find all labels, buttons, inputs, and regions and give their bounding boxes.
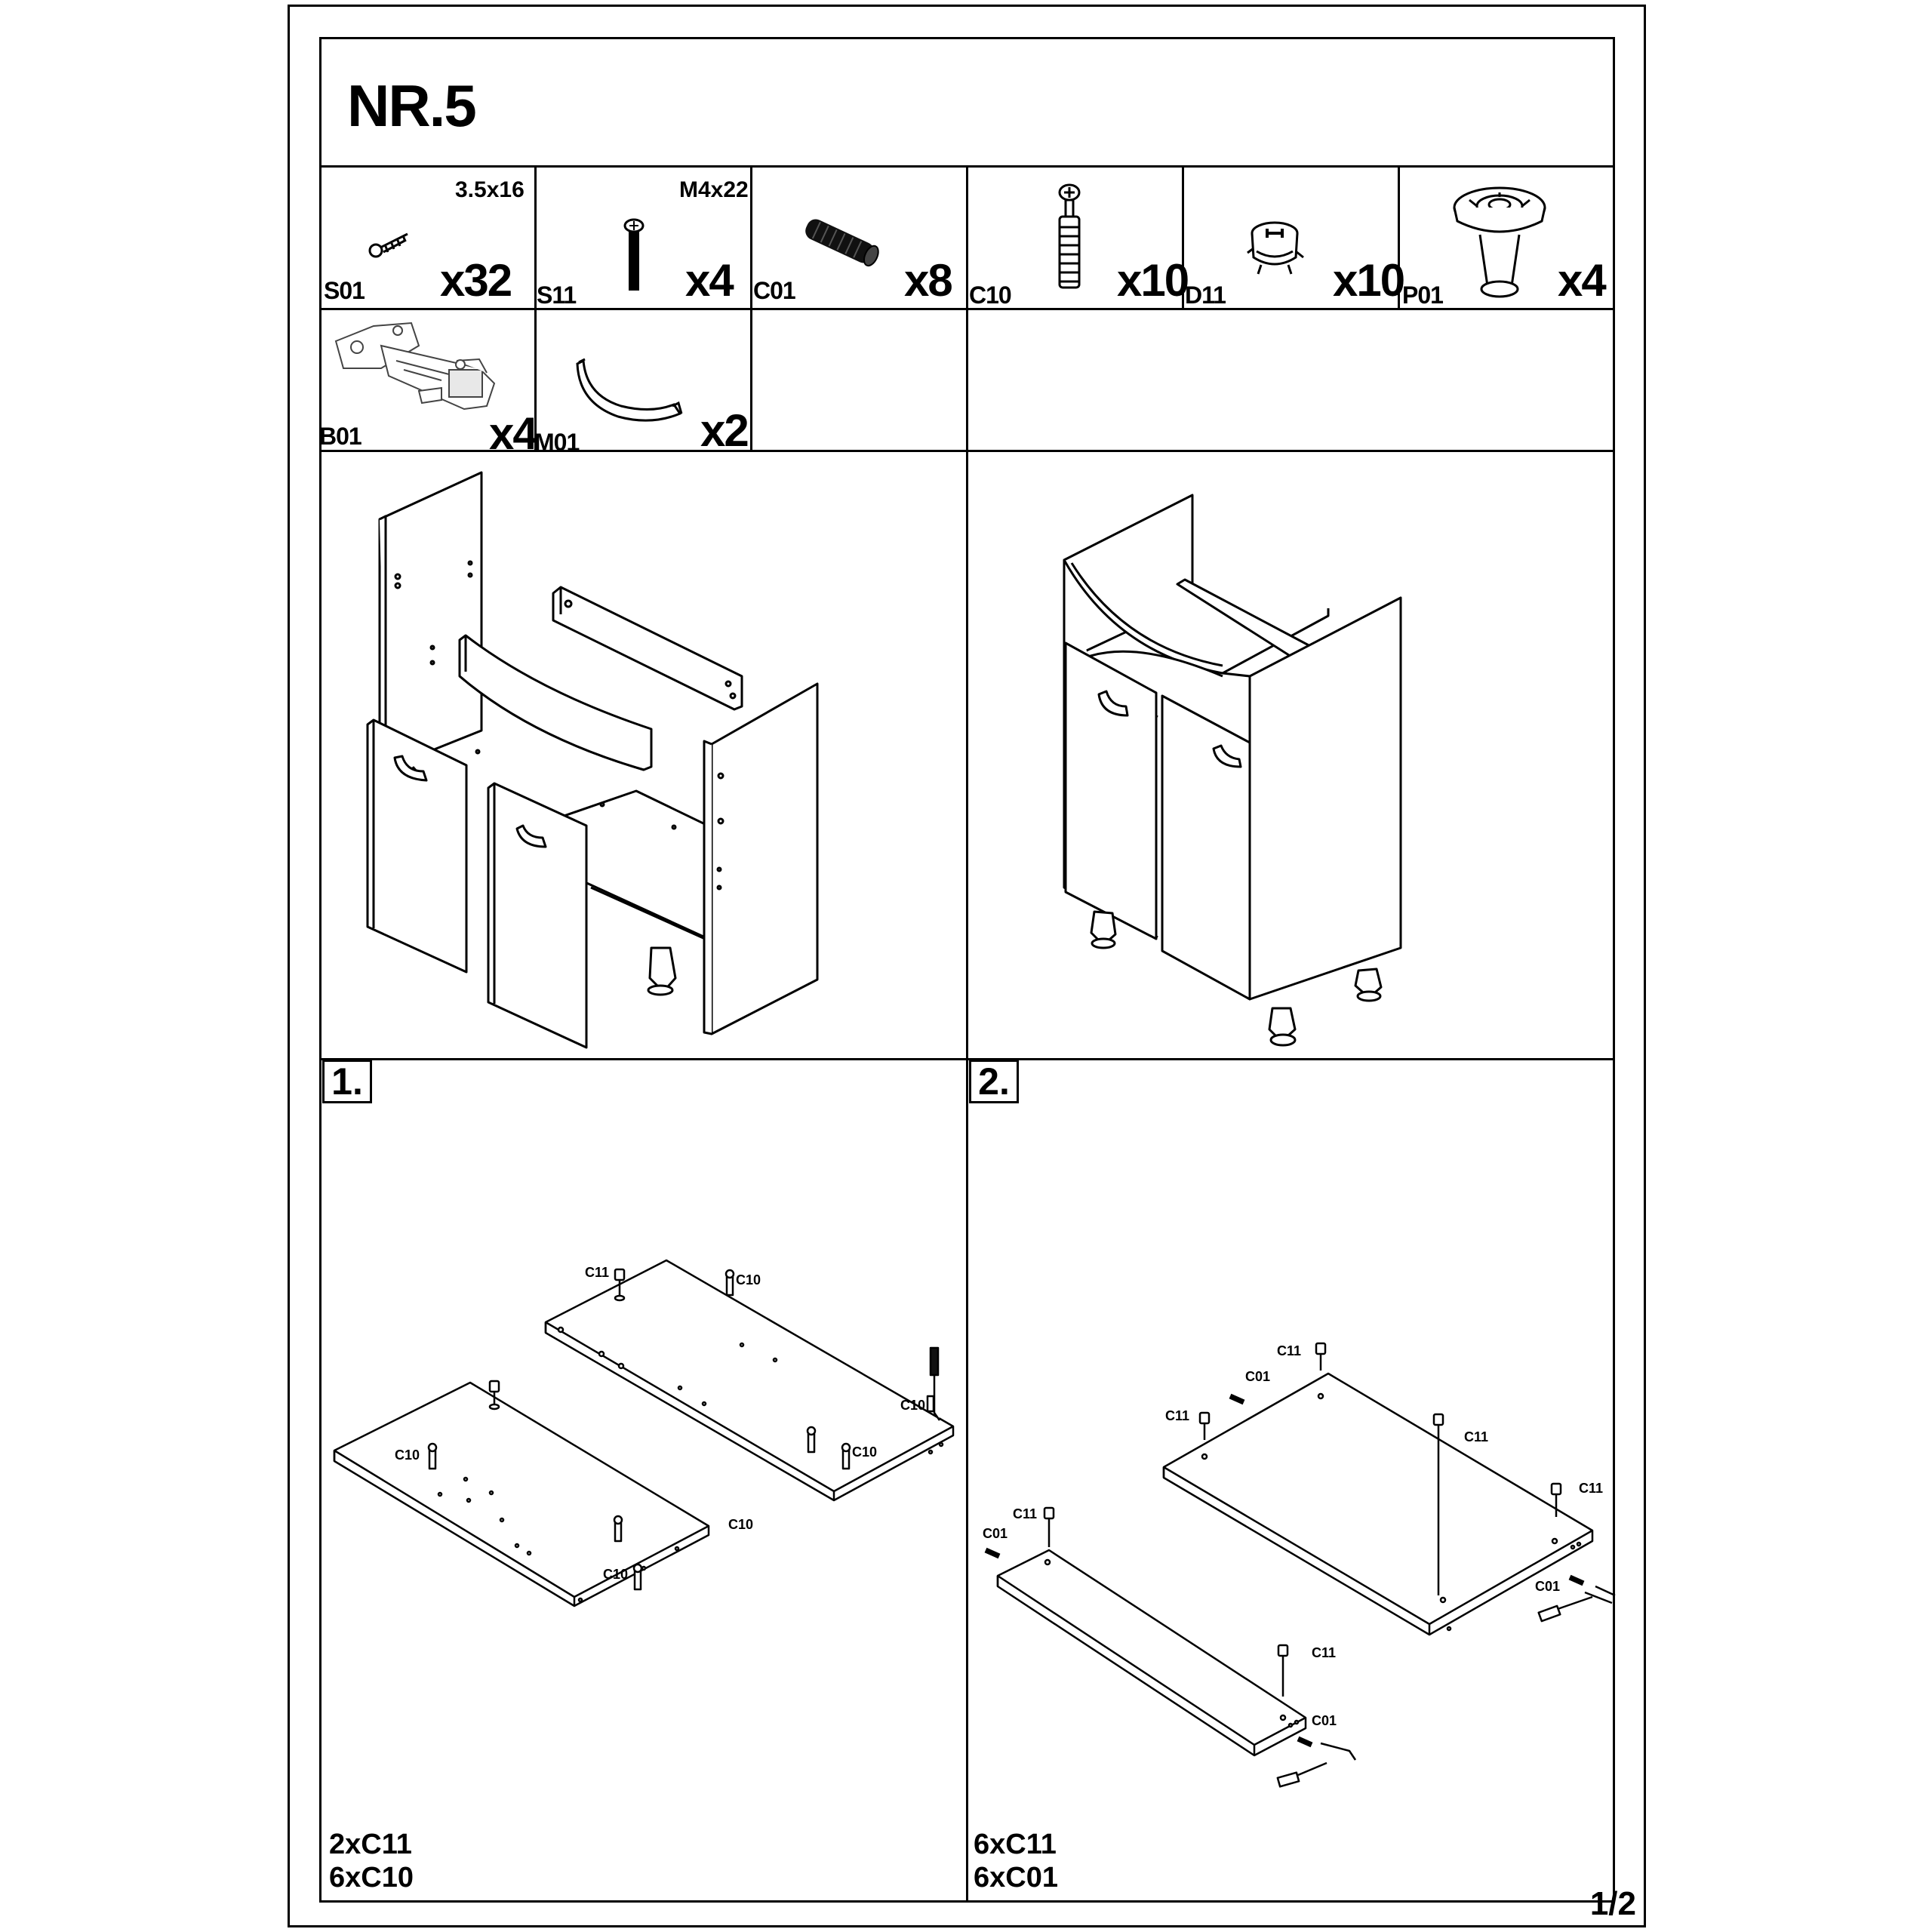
part-cell-c01: C01 x8 <box>750 165 966 308</box>
step-parts-list: 2xC11 6xC10 <box>329 1828 414 1894</box>
part-quantity: x10 <box>1117 255 1189 306</box>
part-size: M4x22 <box>679 177 749 202</box>
handle-icon <box>576 358 683 422</box>
exploded-view-diagram <box>366 471 819 1049</box>
cam-lock-icon <box>1247 221 1304 275</box>
divider <box>534 165 537 450</box>
leg-icon <box>1453 186 1546 298</box>
part-quantity: x10 <box>1333 255 1405 306</box>
label-c01: C01 <box>983 1526 1008 1541</box>
label-c11: C11 <box>585 1265 609 1280</box>
part-code: S01 <box>324 277 365 304</box>
bolt-icon <box>623 218 645 291</box>
page-number: 1/2 <box>1589 1885 1636 1922</box>
part-code: S11 <box>537 281 577 309</box>
part-cell-p01: P01 x4 <box>1398 165 1615 309</box>
part-cell-m01: M01 x2 <box>534 308 750 456</box>
label-c11: C11 <box>1464 1429 1488 1444</box>
assembled-view-diagram <box>1063 494 1402 1047</box>
label-c10: C10 <box>395 1447 420 1463</box>
wood-screw-icon <box>368 232 408 258</box>
cam-bolt-icon <box>1058 183 1081 289</box>
part-quantity: x4 <box>1558 255 1607 306</box>
part-cell-b01: B01 x4 <box>319 308 538 459</box>
part-cell-s11: M4x22 S11 x4 <box>534 165 750 309</box>
label-c11: C11 <box>1277 1343 1301 1358</box>
part-cell-s01: 3.5x16 S01 x32 <box>319 165 534 308</box>
part-code: C10 <box>969 281 1012 309</box>
step-part-entry: 6xC11 <box>974 1829 1057 1860</box>
label-c11: C11 <box>1579 1481 1603 1496</box>
label-c01: C01 <box>1245 1369 1270 1384</box>
label-c10: C10 <box>900 1398 925 1413</box>
label-c10: C10 <box>852 1444 877 1460</box>
part-quantity: x32 <box>440 255 512 306</box>
divider <box>750 165 752 450</box>
divider <box>1182 165 1184 308</box>
part-quantity: x4 <box>685 255 734 306</box>
label-c10: C10 <box>736 1272 761 1287</box>
step-part-entry: 6xC10 <box>329 1862 414 1894</box>
sheet-border <box>288 5 1646 1927</box>
label-c11: C11 <box>1165 1408 1189 1423</box>
page-title: NR.5 <box>347 72 477 139</box>
label-c01: C01 <box>1312 1713 1337 1728</box>
step-number: 1. <box>322 1060 372 1103</box>
hinge-icon <box>334 321 496 411</box>
part-code: M01 <box>534 429 580 456</box>
label-c11: C11 <box>1312 1645 1336 1660</box>
step-part-entry: 6xC01 <box>974 1862 1058 1894</box>
step-number: 2. <box>969 1060 1019 1103</box>
dowel-icon <box>805 219 879 267</box>
step-1-diagram: C11 C10 C10 C10 C10 C10 C10 <box>333 1259 955 1607</box>
label-c11: C11 <box>1013 1506 1037 1521</box>
part-quantity: x2 <box>700 405 749 456</box>
step-parts-list: 6xC11 6xC01 <box>974 1828 1058 1894</box>
divider <box>966 165 968 1903</box>
part-cell-d11: D11 x10 <box>1182 165 1405 309</box>
part-size: 3.5x16 <box>455 177 525 202</box>
step-2-diagram: C11 C01 C11 C11 C11 C11 C01 C11 C01 C01 <box>983 1342 1616 1788</box>
part-code: B01 <box>319 423 362 450</box>
label-c10: C10 <box>603 1567 628 1582</box>
part-cell-c10: C10 x10 <box>966 165 1189 309</box>
part-code: P01 <box>1402 281 1444 309</box>
part-code: D11 <box>1185 281 1226 309</box>
part-quantity: x8 <box>904 255 953 306</box>
divider <box>1398 165 1400 308</box>
part-quantity: x4 <box>489 408 538 459</box>
label-c10: C10 <box>728 1517 753 1532</box>
label-c01: C01 <box>1535 1579 1560 1594</box>
part-code: C01 <box>753 277 796 304</box>
step-part-entry: 2xC11 <box>329 1829 412 1860</box>
